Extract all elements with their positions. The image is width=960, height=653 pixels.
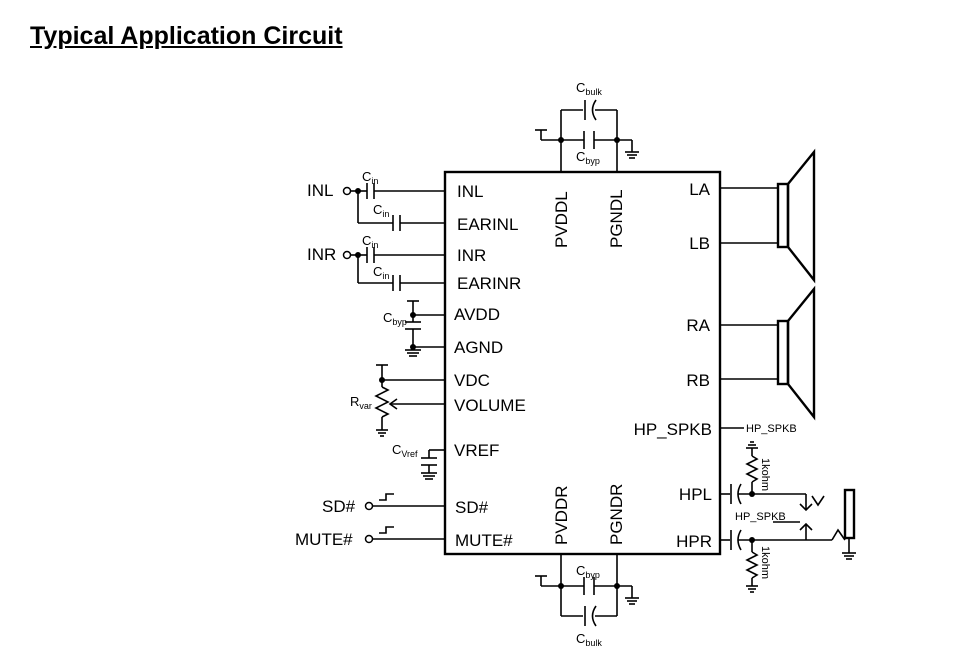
pin-la: LA <box>689 180 710 199</box>
pin-pgndr: PGNDR <box>607 484 626 545</box>
bottom-decoupling <box>535 554 639 627</box>
label-c-vref: CVref <box>392 442 418 459</box>
pin-pvddl: PVDDL <box>552 191 571 248</box>
inr-input-network <box>342 247 445 291</box>
headphone-network <box>720 441 856 593</box>
pin-sd: SD# <box>455 498 489 517</box>
pin-vref: VREF <box>454 441 499 460</box>
label-c-bulk-top: Cbulk <box>576 80 602 97</box>
input-inl: INL <box>307 181 333 200</box>
right-speaker <box>720 285 816 421</box>
pin-volume: VOLUME <box>454 396 526 415</box>
pin-earinr: EARINR <box>457 274 521 293</box>
input-mute: MUTE# <box>295 530 353 549</box>
pin-pgndl: PGNDL <box>607 189 626 248</box>
volume-potentiometer <box>374 364 445 437</box>
label-c-byp-avdd: Cbyp <box>383 310 407 327</box>
vref-network <box>421 449 445 480</box>
input-sd: SD# <box>322 497 356 516</box>
pin-ra: RA <box>686 316 710 335</box>
label-1kohm-top: 1kohm <box>759 458 771 491</box>
pin-inr: INR <box>457 246 486 265</box>
top-decoupling <box>535 99 639 172</box>
chip-body <box>443 170 722 556</box>
pin-agnd: AGND <box>454 338 503 357</box>
pin-hpr: HPR <box>676 532 712 551</box>
pin-pvddr: PVDDR <box>552 485 571 545</box>
label-hp-spkb: HP_SPKB <box>746 423 797 435</box>
pin-hp-spkb: HP_SPKB <box>634 420 712 439</box>
label-c-in-4: Cin <box>373 264 389 281</box>
label-1kohm-bottom: 1kohm <box>759 546 771 579</box>
pin-avdd: AVDD <box>454 305 500 324</box>
avdd-agnd-network <box>405 300 445 357</box>
pin-lb: LB <box>689 234 710 253</box>
label-c-in-1: Cin <box>362 169 378 186</box>
pin-inl: INL <box>457 182 483 201</box>
pin-mute: MUTE# <box>455 531 513 550</box>
pin-hpl: HPL <box>679 485 712 504</box>
label-r-var: Rvar <box>350 394 372 411</box>
label-c-bulk-bottom: Cbulk <box>576 631 602 648</box>
input-inr: INR <box>307 245 336 264</box>
pin-earinl: EARINL <box>457 215 518 234</box>
pin-vdc: VDC <box>454 371 490 390</box>
mute-input <box>364 526 445 544</box>
label-c-byp-top: Cbyp <box>576 149 600 166</box>
label-hp-spkb-jack: HP_SPKB <box>735 511 786 523</box>
label-c-byp-bottom: Cbyp <box>576 563 600 580</box>
diagram-title: Typical Application Circuit <box>30 22 343 50</box>
label-c-in-2: Cin <box>373 202 389 219</box>
inl-input-network <box>342 183 445 231</box>
left-speaker <box>720 148 816 284</box>
pin-rb: RB <box>686 371 710 390</box>
label-c-in-3: Cin <box>362 233 378 250</box>
sd-input <box>364 493 445 511</box>
